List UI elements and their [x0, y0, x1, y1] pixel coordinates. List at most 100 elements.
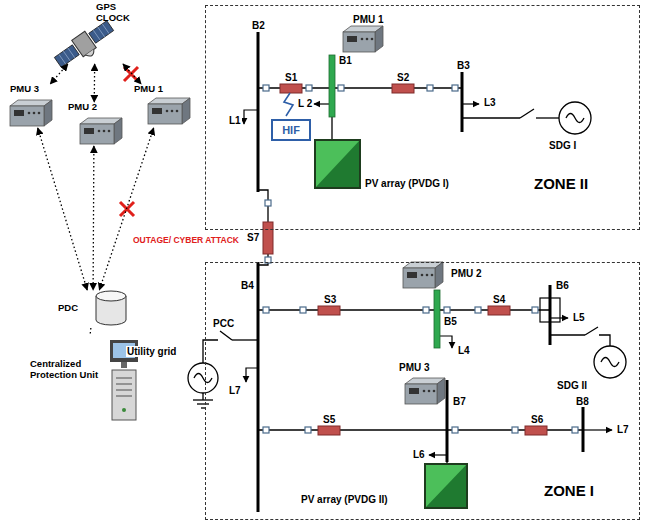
- pmu-led: [433, 390, 436, 393]
- breaker-symbol: [263, 222, 273, 254]
- pv-panel-shade: [425, 464, 467, 508]
- zone-box: ZONE IIHIF: [205, 5, 640, 230]
- breaker-symbol: [318, 426, 340, 435]
- component-label: B4: [240, 280, 255, 291]
- relay-square: [452, 85, 458, 91]
- pdc-top: [96, 291, 126, 301]
- relay-square: [512, 427, 518, 433]
- pmu-led: [371, 38, 374, 41]
- generator-sine: [566, 114, 584, 123]
- pmu-icon: [10, 100, 52, 126]
- relay-square: [572, 427, 578, 433]
- relay-square: [532, 307, 538, 313]
- pmu-side: [435, 262, 443, 288]
- solar-cell-line: [102, 24, 109, 34]
- relay-square: [452, 427, 458, 433]
- component-label: B2: [251, 20, 266, 31]
- generator-symbol: [188, 363, 218, 393]
- pmu-led: [166, 110, 169, 113]
- generator-symbol: [559, 102, 591, 134]
- component-label: S6: [530, 414, 544, 425]
- load-arrow: [462, 103, 479, 104]
- solar-cell-line: [93, 30, 100, 40]
- bus-bar: [582, 405, 585, 452]
- node-label: PMU 1: [134, 84, 184, 95]
- bus-bar: [549, 285, 552, 345]
- component-label: S5: [322, 414, 336, 425]
- load-arrow: [244, 110, 258, 124]
- pv-panel: [315, 140, 360, 188]
- relay-square: [423, 307, 429, 313]
- server-led: [122, 408, 126, 412]
- load-arrow: [550, 317, 568, 318]
- pmu-led: [171, 110, 174, 113]
- component-label: PMU 1: [352, 14, 385, 25]
- component-label: PMU 3: [398, 362, 431, 373]
- pmu-screen: [347, 36, 357, 42]
- wire: [536, 117, 559, 118]
- relay-square: [263, 85, 269, 91]
- pmu-led: [98, 130, 101, 133]
- relay-square: [444, 307, 450, 313]
- component-label: B3: [456, 60, 471, 71]
- pmu-screen: [84, 128, 94, 134]
- pmu-side: [114, 118, 122, 144]
- communication-link: [99, 128, 153, 290]
- pmu-side: [182, 98, 190, 124]
- green-bus: [329, 55, 335, 117]
- component-label: L5: [572, 312, 586, 323]
- component-label: B8: [575, 396, 590, 407]
- relay-square: [427, 85, 433, 91]
- bus-bar: [461, 72, 464, 132]
- breaker-symbol: [488, 306, 510, 315]
- component-label: L7: [228, 385, 242, 396]
- load-arrow: [440, 336, 452, 348]
- node-label: GPS CLOCK: [96, 2, 132, 23]
- pmu-front: [148, 104, 182, 124]
- wire: [331, 117, 332, 140]
- relay-square: [300, 307, 306, 313]
- server-slot: [116, 395, 132, 396]
- component-label: S7: [246, 232, 260, 243]
- component-label: S1: [284, 72, 298, 83]
- component-label: L7: [616, 424, 630, 435]
- component-label: Utility grid: [126, 346, 177, 357]
- pmu-side: [44, 100, 52, 126]
- node-label: PDC: [58, 303, 94, 314]
- switch-blade: [220, 331, 232, 340]
- zone-box: ZONE I: [205, 262, 640, 520]
- pv-panel-frame: [425, 464, 467, 508]
- pmu-icon: [343, 26, 383, 52]
- fault-zigzag: [284, 93, 293, 116]
- node-label: PMU 2: [68, 102, 118, 113]
- component-label: PV array (PVDG I): [364, 178, 450, 189]
- generator-sine: [601, 358, 619, 367]
- component-label: L3: [483, 97, 497, 108]
- component-label: S4: [492, 294, 506, 305]
- component-label: SDG I: [548, 140, 577, 151]
- pmu-led: [428, 390, 431, 393]
- wire: [197, 403, 209, 404]
- pmu-led: [421, 274, 424, 277]
- pmu-icon: [80, 118, 122, 144]
- pv-panel-shade: [315, 140, 360, 188]
- component-label: B5: [443, 316, 458, 327]
- gps-clock-node: GPS CLOCK: [56, 2, 134, 64]
- bus-bar: [257, 262, 260, 512]
- pmu-side: [437, 378, 445, 404]
- pmu-screen: [409, 388, 419, 394]
- pmu-front: [343, 32, 375, 52]
- hif-box: HIF: [271, 119, 311, 141]
- pmu-led: [108, 130, 111, 133]
- relay-square: [263, 427, 269, 433]
- bus-bar: [257, 32, 260, 192]
- communication-link: [94, 64, 96, 102]
- wire: [462, 117, 520, 118]
- pmu-led: [28, 112, 31, 115]
- server-slot: [116, 377, 132, 378]
- pmu-front: [80, 124, 114, 144]
- communication-link: [38, 128, 87, 290]
